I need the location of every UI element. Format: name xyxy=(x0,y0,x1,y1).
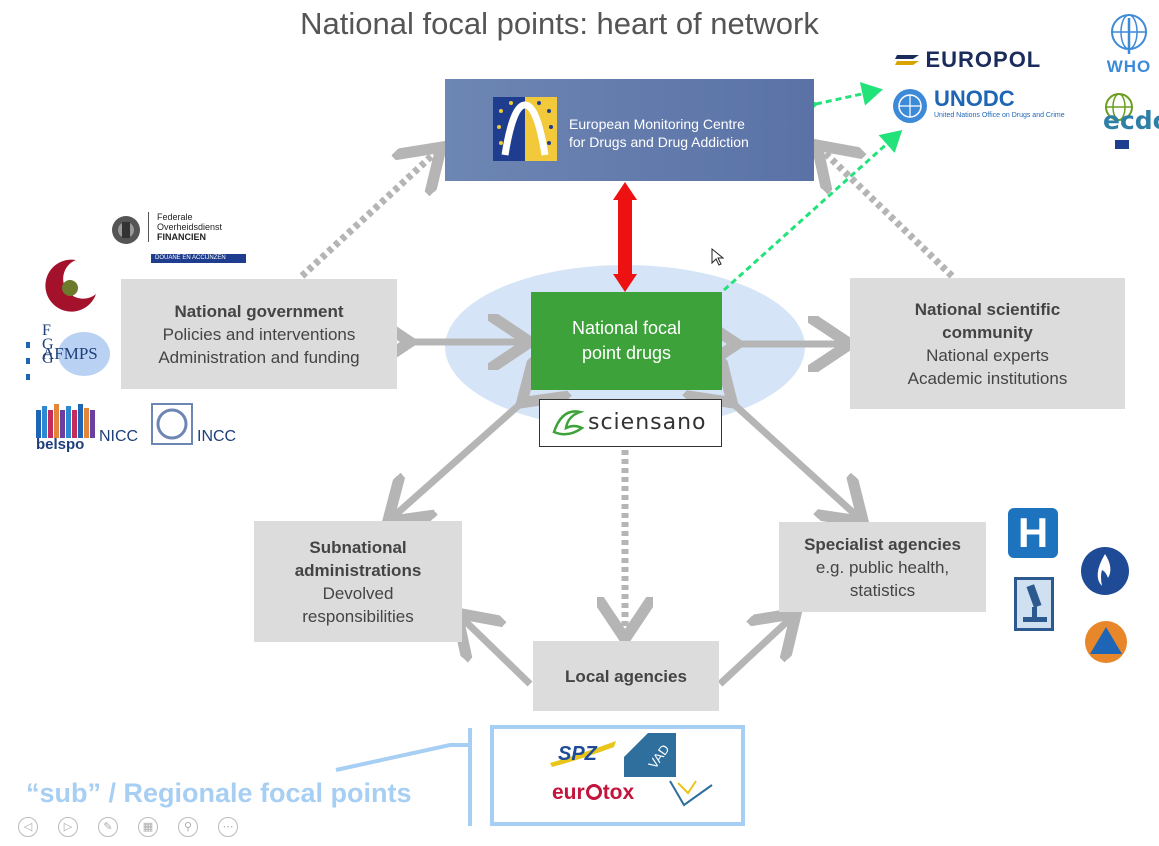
dashed-arrow-government-emcdda xyxy=(299,152,436,279)
scientific-community-heading1: National scientific xyxy=(914,299,1061,319)
ecdc-logo: ecdc xyxy=(1101,92,1159,152)
ecdc-wordmark: ecdc xyxy=(1103,106,1159,135)
scientific-community-line2: Academic institutions xyxy=(907,368,1068,388)
emcdda-name: European Monitoring Centre for Drugs and… xyxy=(569,115,749,151)
eurotox-wordmark-start: eur xyxy=(552,781,585,804)
arrow-local-specialist xyxy=(717,618,791,687)
un-emblem-icon xyxy=(893,89,927,123)
fod-line1: Federale xyxy=(157,212,193,222)
specialist-heading: Specialist agencies xyxy=(804,534,961,554)
dashed-arrow-scientific-emcdda xyxy=(822,150,955,279)
fod-band: DOUANE EN ACCIJNZEN xyxy=(151,254,246,263)
local-heading: Local agencies xyxy=(565,666,687,686)
ecdc-globe-icon xyxy=(1105,93,1133,121)
unodc-subtitle: United Nations Office on Drugs and Crime xyxy=(934,112,1065,119)
eurotox-power-icon xyxy=(585,784,602,800)
vad-logo: VAD xyxy=(624,733,676,777)
scientific-community-line1: National experts xyxy=(926,345,1049,365)
microscope-icon xyxy=(1014,577,1054,631)
unodc-wordmark: UNODC xyxy=(934,86,1015,111)
specialist-line2: statistics xyxy=(849,580,916,600)
slides-icon[interactable]: ▦ xyxy=(138,817,158,837)
previous-icon[interactable]: ◁ xyxy=(18,817,38,837)
more-icon[interactable]: ⋯ xyxy=(218,817,238,837)
belgian-crest-icon xyxy=(112,216,140,244)
regional-focal-points-label: “sub” / Regionale focal points xyxy=(26,778,412,808)
sciensano-mark-icon xyxy=(552,410,585,436)
zoom-icon[interactable]: ⚲ xyxy=(178,817,198,837)
focal-line1: National focal xyxy=(571,318,682,338)
sciensano-wordmark: sciensano xyxy=(588,410,707,435)
incc-wordmark: INCC xyxy=(197,428,237,445)
europol-wordmark: EUROPOL xyxy=(925,47,1042,72)
spz-logo: SPZ xyxy=(548,741,618,767)
nicc-mark-icon xyxy=(151,403,193,445)
red-double-arrow xyxy=(613,182,637,292)
fod-line2: Overheidsdienst xyxy=(157,222,223,232)
local-agencies-box: Local agencies xyxy=(533,641,719,711)
crescent-logo-icon xyxy=(45,259,96,312)
emcdda-line2: for Drugs and Drug Addiction xyxy=(569,134,749,150)
eurotox-wordmark-end: tox xyxy=(602,781,635,804)
regional-mark-icon xyxy=(669,780,713,807)
pen-icon[interactable]: ✎ xyxy=(98,817,118,837)
green-dashed-arrow-emcdda-europol xyxy=(795,82,883,120)
emcdda-box: European Monitoring Centre for Drugs and… xyxy=(445,79,814,181)
specialist-line1: e.g. public health, xyxy=(815,557,950,577)
specialist-agencies-box: Specialist agencies e.g. public health, … xyxy=(779,522,986,612)
subnational-line1: Devolved xyxy=(322,583,394,603)
cursor-icon xyxy=(711,247,725,266)
who-wordmark: WHO xyxy=(1106,57,1152,76)
slide-title: National focal points: heart of network xyxy=(300,6,819,41)
national-government-line2: Administration and funding xyxy=(158,347,360,367)
subnational-heading1: Subnational xyxy=(309,537,407,557)
vad-shape-icon xyxy=(624,733,648,757)
emcdda-logo xyxy=(493,97,557,161)
nicc-wordmark: NICC xyxy=(99,428,139,445)
spz-wordmark: SPZ xyxy=(558,743,597,765)
who-emblem-icon xyxy=(1111,14,1147,54)
emcdda-line1: European Monitoring Centre xyxy=(569,116,745,132)
next-icon[interactable]: ▷ xyxy=(58,817,78,837)
regional-connector-line xyxy=(335,743,470,772)
who-logo: WHO xyxy=(1100,12,1158,77)
afmps-wordmark: AFMPS xyxy=(42,344,98,363)
focal-point-box: National focal point drugs xyxy=(531,292,722,390)
europol-mark-icon xyxy=(895,55,919,65)
national-government-heading: National government xyxy=(174,301,344,321)
subnational-line2: responsibilities xyxy=(302,606,414,626)
hospital-icon: H xyxy=(1008,508,1058,558)
afmps-shape-icon xyxy=(26,332,110,380)
belspo-wordmark: belspo xyxy=(36,436,85,453)
civil-protection-icon xyxy=(1085,621,1127,663)
national-government-line1: Policies and interventions xyxy=(162,324,356,344)
eu-flag-icon xyxy=(1115,140,1129,149)
belspo-bars-icon xyxy=(36,404,95,438)
spz-swoosh-icon xyxy=(550,741,616,767)
scientific-community-box: National scientific community National e… xyxy=(850,278,1125,409)
subnational-box: Subnational administrations Devolved res… xyxy=(254,521,462,642)
national-government-box: National government Policies and interve… xyxy=(121,279,397,389)
arrow-focal-specialist xyxy=(727,398,858,517)
arrow-local-subnational xyxy=(462,618,533,687)
police-icon xyxy=(1081,547,1129,595)
subnational-heading2: administrations xyxy=(294,560,422,580)
belspo-logo: belspo xyxy=(36,404,98,454)
fod-line3: FINANCIEN xyxy=(157,232,206,242)
focal-line2: point drugs xyxy=(581,343,672,363)
arrow-focal-subnational xyxy=(393,398,527,517)
scientific-community-heading2: community xyxy=(942,322,1033,342)
sciensano-logo: sciensano xyxy=(539,399,722,447)
europol-logo: EUROPOL xyxy=(895,47,1041,73)
